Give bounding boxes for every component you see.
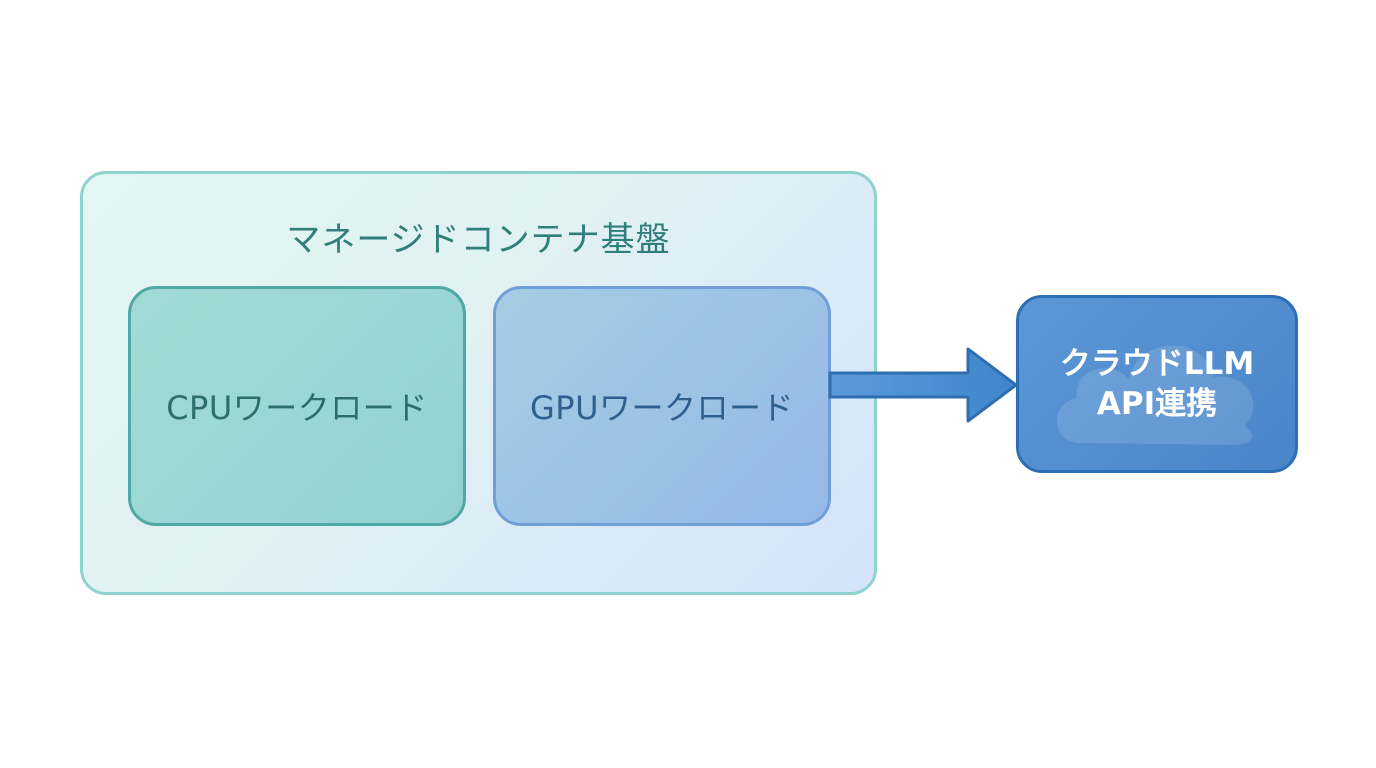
cloud-llm-line2: API連携	[1096, 386, 1218, 422]
arrow-right-icon	[828, 347, 1018, 423]
cloud-llm-api-box: クラウドLLM API連携	[1016, 295, 1298, 473]
cloud-llm-label: クラウドLLM API連携	[1019, 344, 1295, 424]
cloud-llm-line1: クラウドLLM	[1059, 346, 1255, 382]
cpu-workload-label: CPUワークロード	[166, 389, 428, 427]
cpu-workload-box: CPUワークロード	[128, 286, 466, 526]
gpu-workload-label: GPUワークロード	[529, 389, 795, 427]
platform-title: マネージドコンテナ基盤	[286, 220, 671, 260]
cloud-icon	[1056, 345, 1254, 445]
gpu-workload-box: GPUワークロード	[493, 286, 831, 526]
